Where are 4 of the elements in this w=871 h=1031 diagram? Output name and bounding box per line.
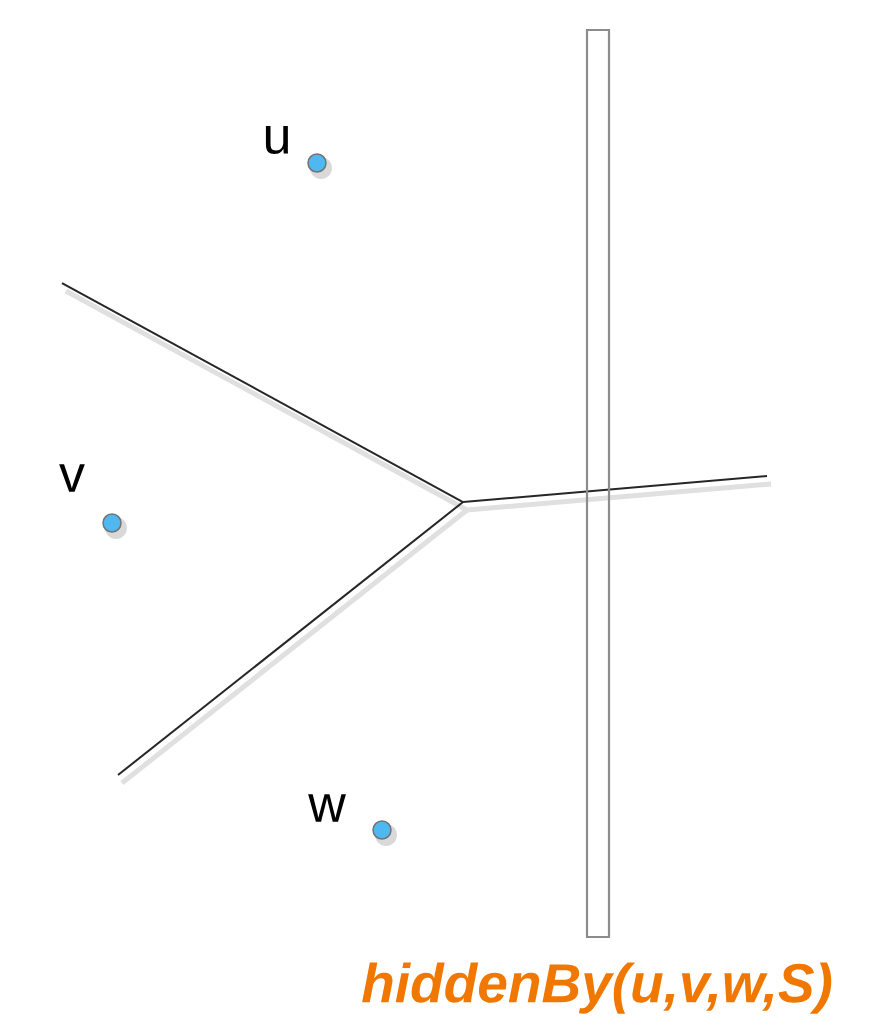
point-label: w <box>308 794 346 822</box>
point-label: u <box>265 126 288 154</box>
predicate-label: hiddenBy(u,v,w,S) <box>362 962 832 1014</box>
point-label: v <box>59 464 85 492</box>
